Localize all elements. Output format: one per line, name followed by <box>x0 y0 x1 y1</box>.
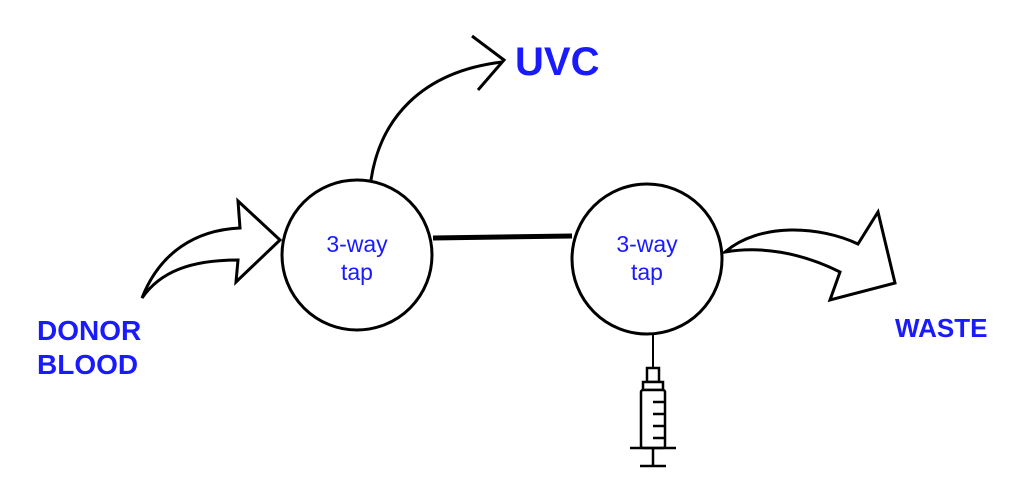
waste-arrow-icon <box>719 208 897 303</box>
tap-right-label: 3-way tap <box>572 230 722 286</box>
uvc-arrow-icon <box>369 60 503 181</box>
syringe-icon <box>630 366 676 468</box>
uvc-arrowhead-icon <box>471 34 507 91</box>
waste-label: WASTE <box>895 313 988 343</box>
connecting-tube <box>432 233 573 241</box>
tap-right-line1: 3-way <box>616 231 678 257</box>
tap-right-line2: tap <box>631 259 663 285</box>
tap-left-line1: 3-way <box>326 231 388 257</box>
tap-left-label: 3-way tap <box>282 230 432 286</box>
uvc-label: UVC <box>515 40 600 84</box>
tap-left-circle <box>280 178 434 332</box>
donor-label-line2: BLOOD <box>37 349 139 380</box>
donor-arrow-icon <box>140 197 283 299</box>
tap-right-circle <box>570 182 724 336</box>
donor-blood-label: DONOR BLOOD <box>37 314 141 382</box>
tap-left-line2: tap <box>341 259 373 285</box>
donor-label-line1: DONOR <box>37 315 142 346</box>
